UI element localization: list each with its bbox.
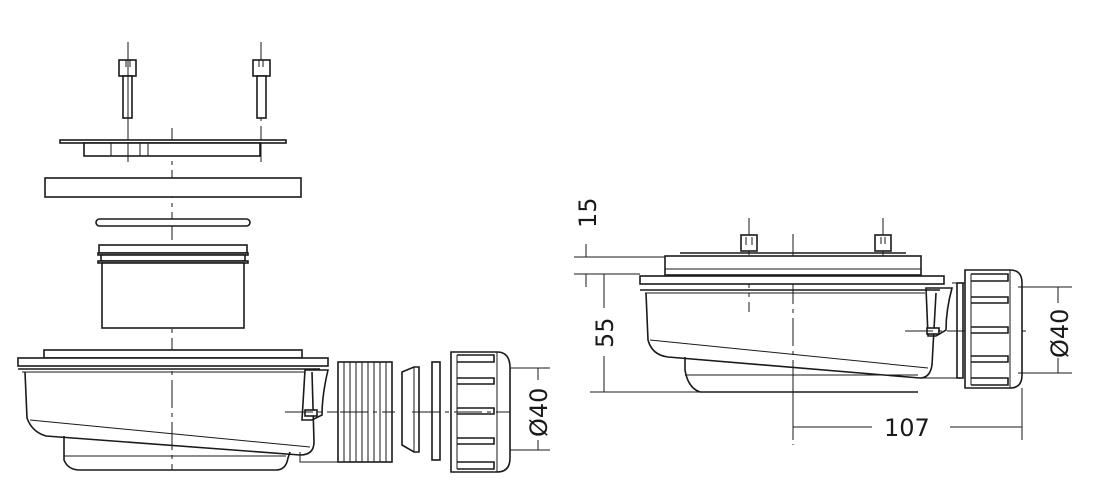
dimension-body-height: 55: [590, 274, 700, 393]
assembled-view: 15 55 Ø40 107: [574, 197, 1074, 445]
screw-head-right-icon: [874, 234, 892, 252]
o-ring: [95, 218, 251, 227]
top-height-label: 15: [574, 197, 602, 228]
screw-head-left-icon: [740, 234, 758, 252]
conical-seal: [401, 366, 420, 453]
outlet-length-label: 107: [884, 414, 930, 442]
grate-cover: [59, 139, 287, 162]
flat-gasket: [44, 177, 302, 198]
threaded-outlet: [337, 361, 395, 463]
diameter-label-assembled: Ø40: [1046, 309, 1074, 358]
union-nut-assembled: [964, 269, 1023, 389]
dimension-diameter-exploded: Ø40: [412, 367, 553, 451]
dimension-top-height: 15: [574, 197, 665, 287]
screw-left-icon: [118, 42, 137, 162]
drain-sleeve: [97, 244, 249, 329]
dimension-diameter-assembled: Ø40: [1018, 286, 1074, 374]
exploded-view: Ø40: [17, 42, 553, 473]
drain-body: [17, 349, 340, 471]
dimension-outlet-length: 107: [792, 380, 1023, 442]
body-height-label: 55: [591, 317, 619, 348]
screw-right-icon: [252, 42, 271, 162]
diameter-label: Ø40: [525, 388, 553, 437]
flat-washer: [431, 361, 441, 461]
